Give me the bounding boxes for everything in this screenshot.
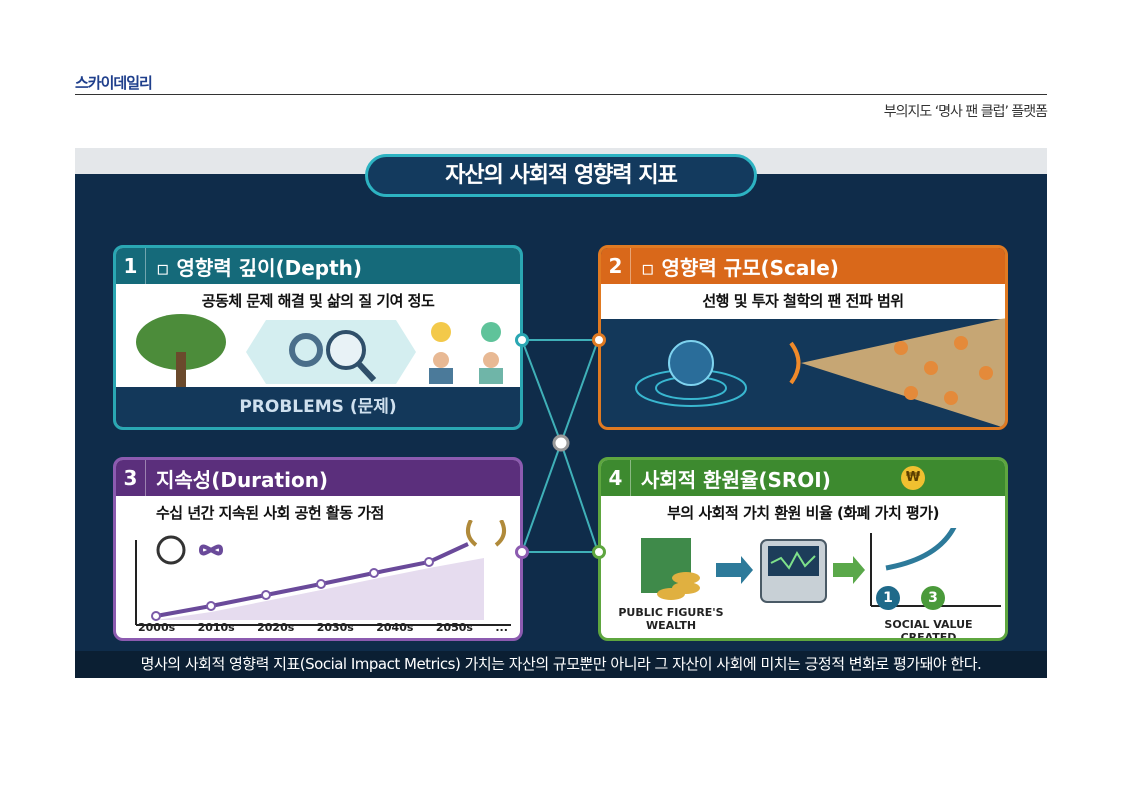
panel-subtitle: 부의 사회적 가치 환원 비율 (화폐 가치 평가) [667, 504, 939, 522]
panel-number: 4 [601, 460, 631, 496]
connector-node [592, 333, 606, 347]
timeline-label: 2020s [257, 621, 295, 634]
timeline-label: 2010s [197, 621, 235, 634]
section-subtitle: 부의지도 ‘명사 팬 클럽’ 플랫폼 [883, 104, 1048, 120]
timeline-labels: 2000s 2010s 2020s 2030s 2040s 2050s ... [138, 621, 508, 634]
step-to-badge: 3 [921, 586, 945, 610]
connector-lines [521, 339, 599, 553]
panel-subtitle: 수십 년간 지속된 사회 공헌 활동 가점 [156, 504, 384, 522]
panel-depth: 1▫ 영향력 깊이(Depth) 공동체 문제 해결 및 삶의 질 기여 정도 … [113, 245, 523, 430]
tree-gears-people-illustration [136, 314, 503, 392]
timeline-label: 2000s [138, 621, 176, 634]
timeline-label: 2040s [376, 621, 414, 634]
timeline-label: 2050s [435, 621, 473, 634]
panel-title: 사회적 환원율(SROI) [641, 467, 831, 492]
sroi-flow-illustration [641, 528, 1001, 607]
duration-timeline-chart [135, 520, 511, 626]
panel-scale: 2 ▫ 영향력 규모(Scale) 선행 및 투자 철학의 팬 전파 범위 [598, 245, 1008, 430]
brand-logo: 스카이데일리 [75, 74, 153, 92]
infographic-caption: 명사의 사회적 영향력 지표(Social Impact Metrics) 가치… [75, 651, 1047, 678]
wealth-label: PUBLIC FIGURE'S WEALTH [618, 606, 724, 632]
panel-subtitle: 공동체 문제 해결 및 삶의 질 기여 정도 [201, 292, 435, 310]
panel-subtitle: 선행 및 투자 철학의 팬 전파 범위 [601, 284, 1005, 319]
step-from-badge: 1 [876, 586, 900, 610]
connector-node [515, 333, 529, 347]
timeline-label: 2030s [316, 621, 354, 634]
social-value-label: SOCIAL VALUE CREATED [884, 618, 973, 641]
panel-number: 1 [116, 248, 146, 284]
connector-node [592, 545, 606, 559]
panel-title: ▫ 영향력 규모(Scale) [641, 255, 839, 280]
connector-node [515, 545, 529, 559]
panel-sroi: 4 사회적 환원율(SROI) ₩ 부의 사회적 가치 환원 비율 (화폐 가치 … [598, 457, 1008, 641]
panel-duration: 3 지속성(Duration) 수십 년간 지속된 사회 공헌 활동 가점 200… [113, 457, 523, 641]
problems-label: PROBLEMS (문제) [116, 387, 520, 427]
infographic-title: 자산의 사회적 영향력 지표 [365, 154, 757, 197]
won-coin-icon: ₩ [901, 466, 925, 490]
panel-title: ▫ 영향력 깊이(Depth) [156, 255, 363, 280]
panel-number: 2 [601, 248, 631, 284]
panel-number: 3 [116, 460, 146, 496]
header-divider [75, 94, 1047, 95]
fan-broadcast-illustration [635, 318, 1005, 427]
timeline-label: ... [495, 621, 508, 634]
panel-title: 지속성(Duration) [156, 467, 329, 492]
infographic: 자산의 사회적 영향력 지표 1 ▫ 영향력 깊이(Depth) 공동체 문제 해… [75, 148, 1047, 678]
